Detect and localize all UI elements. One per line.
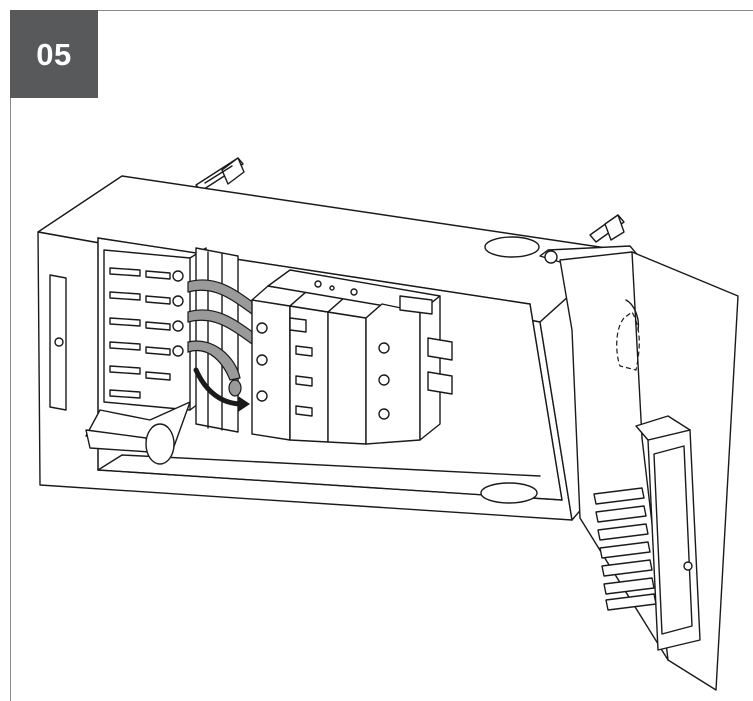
step-number: 05 (36, 36, 72, 72)
insertion-arrow (193, 367, 250, 412)
circuit-breakers (251, 269, 453, 445)
opened-door (559, 251, 739, 691)
top-mounting-bracket-right (589, 214, 625, 243)
frame-top-border (10, 10, 753, 11)
top-mounting-bracket-left (195, 157, 245, 192)
frame-left-border (10, 10, 11, 701)
terminal-block (103, 247, 239, 433)
lower-clamp (85, 401, 191, 465)
step-badge: 05 (10, 10, 98, 98)
